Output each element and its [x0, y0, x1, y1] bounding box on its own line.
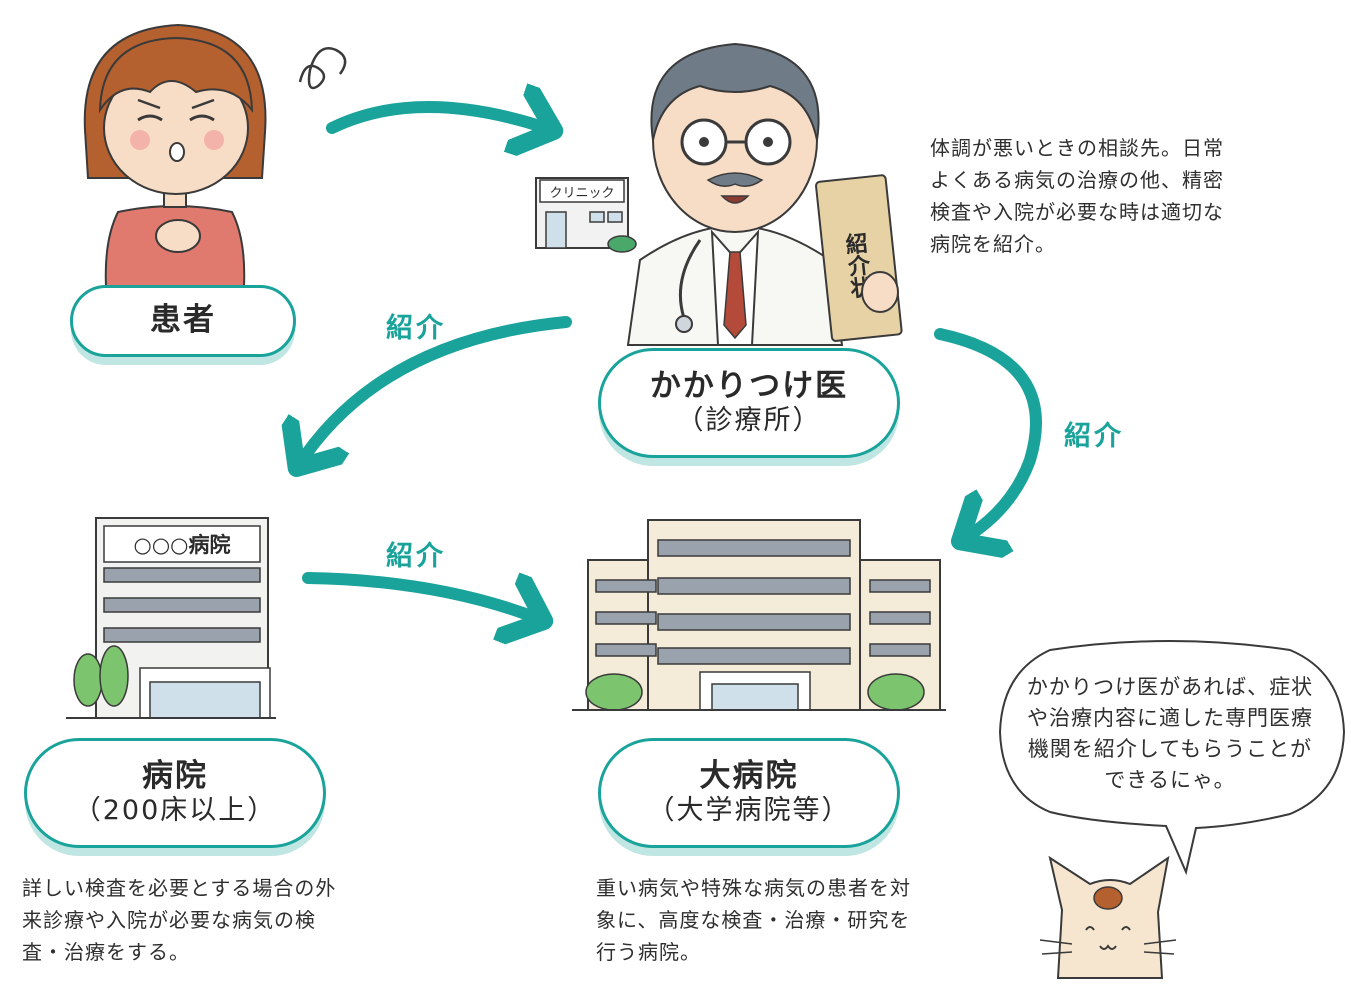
- big-hospital-title: 大病院: [699, 757, 799, 794]
- arrow-label-doctor-to-hospital: 紹介: [386, 313, 446, 344]
- hospital-building: ○○○病院: [66, 517, 276, 719]
- hospital-sign-text: ○○○病院: [134, 533, 231, 557]
- doctor-title: かかりつけ医: [649, 367, 849, 404]
- hospital-label: 病院 （200床以上）: [24, 738, 326, 848]
- doctor-description: 体調が悪いときの相談先。日常よくある病気の治療の他、精密検査や入院が必要な時は適…: [930, 136, 1224, 256]
- arrow-patient-to-doctor: [326, 107, 552, 130]
- doctor-subtitle: （診療所）: [676, 404, 822, 436]
- arrow-hospital-to-big: [302, 572, 542, 620]
- cat-mascot: [1039, 855, 1177, 979]
- speech-bubble-text: かかりつけ医があれば、症状や治療内容に適した専門医療機関を紹介してもらうことがで…: [1026, 675, 1314, 792]
- hospital-description: 詳しい検査を必要とする場合の外来診療や入院が必要な病気の検査・治療をする。: [22, 876, 337, 964]
- patient-label: 患者: [70, 285, 296, 357]
- doctor-label: かかりつけ医 （診療所）: [598, 348, 900, 458]
- big-hospital-label: 大病院 （大学病院等）: [598, 738, 900, 848]
- arrows: [298, 107, 1042, 620]
- big-hospital-description: 重い病気や特殊な病気の患者を対象に、高度な検査・治療・研究を行う病院。: [596, 876, 911, 964]
- clinic-sign-text: クリニック: [549, 186, 614, 201]
- patient-title: 患者: [150, 302, 216, 339]
- clinic-icon: クリニック: [535, 177, 637, 253]
- doctor-illustration: 紹介状: [626, 42, 903, 346]
- arrow-doctor-to-big: [934, 328, 1042, 540]
- patient-illustration: [83, 23, 347, 287]
- large-hospital-building: [572, 519, 946, 711]
- big-hospital-subtitle: （大学病院等）: [647, 794, 851, 826]
- arrow-doctor-to-hospital: [298, 316, 572, 466]
- hospital-subtitle: （200床以上）: [73, 794, 277, 826]
- hospital-title: 病院: [142, 757, 208, 794]
- speech-bubble: [998, 640, 1346, 876]
- arrow-label-hospital-to-big: 紹介: [386, 541, 446, 572]
- arrow-label-doctor-to-big: 紹介: [1064, 421, 1124, 452]
